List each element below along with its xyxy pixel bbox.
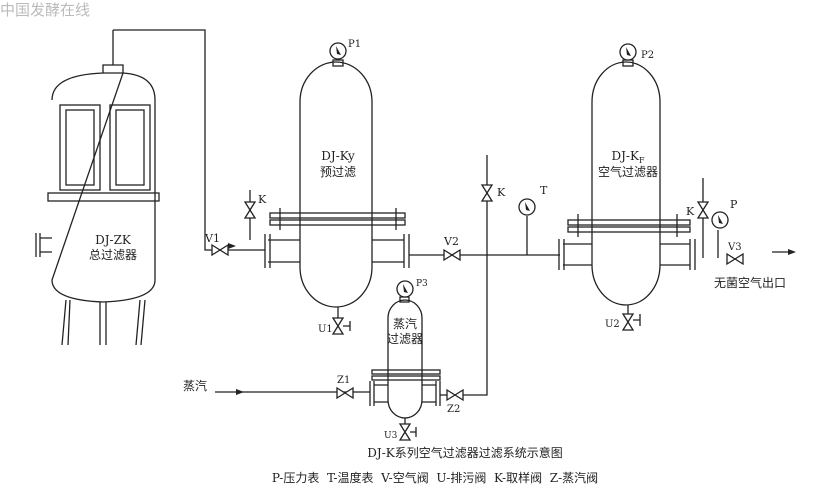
steam-filter-vessel: P3 U3 蒸汽 过滤器 — [369, 279, 441, 441]
diagram-legend: P-压力表 T-温度表 V-空气阀 U-排污阀 K-取样阀 Z-蒸汽阀 — [272, 470, 598, 485]
pre-filter-vessel: P1 U1 DJ-Ky 预过滤 — [264, 39, 410, 335]
steam-arrow-icon — [236, 389, 244, 395]
main-filter-name: 总过滤器 — [89, 248, 137, 262]
valve-z2-label: Z2 — [447, 404, 460, 415]
drain-valve-u2-icon — [622, 313, 634, 331]
valve-z2-icon[interactable] — [446, 389, 464, 401]
valve-v2-label: V2 — [443, 235, 459, 248]
valve-v3-label: V3 — [727, 242, 742, 253]
steam-filter-name-1: 蒸汽 — [393, 316, 417, 331]
valve-k2-label: K — [497, 186, 506, 199]
drain-u3-label: U3 — [384, 431, 398, 441]
drain-u1-label: U1 — [318, 324, 333, 335]
flow-arrow-icon — [228, 243, 236, 249]
thermometer-t-icon — [518, 198, 536, 216]
valve-z1-label: Z1 — [337, 375, 350, 386]
valve-v3-icon[interactable] — [726, 253, 744, 265]
gauge-p1-label: P1 — [348, 39, 361, 50]
valve-k1-icon[interactable] — [244, 201, 256, 219]
air-filter-vessel: P2 U2 DJ-KF 空气过滤器 — [558, 43, 696, 331]
steam-inlet-label: 蒸汽 — [183, 378, 207, 393]
outlet-gauge-label: P — [730, 198, 738, 211]
air-filter-model: DJ-KF — [611, 149, 644, 165]
valve-v1-icon[interactable] — [211, 244, 229, 256]
pre-filter-model: DJ-Ky — [321, 149, 355, 163]
outlet-arrow-icon — [788, 249, 796, 255]
valve-z1-icon[interactable] — [336, 387, 354, 399]
steam-filter-name-2: 过滤器 — [387, 332, 423, 346]
air-pipe-1 — [113, 29, 265, 251]
outlet-label: 无菌空气出口 — [714, 275, 786, 290]
pre-filter-name: 预过滤 — [320, 165, 356, 179]
air-filter-name: 空气过滤器 — [598, 164, 658, 179]
valve-k3-label: K — [686, 205, 695, 218]
steam-connect-line — [462, 155, 488, 396]
valve-k1-label: K — [258, 193, 267, 206]
main-filter-tank: DJ-ZK 总过滤器 — [35, 30, 160, 346]
drain-u2-label: U2 — [605, 319, 620, 330]
pressure-gauge-p1-icon — [329, 42, 347, 60]
main-filter-model: DJ-ZK — [95, 233, 132, 247]
pressure-gauge-p3-icon — [396, 280, 414, 298]
pressure-gauge-p2-icon — [619, 43, 637, 61]
drain-valve-u3-icon — [399, 423, 411, 441]
watermark: 中国发酵在线 — [0, 1, 90, 19]
valve-k3-icon[interactable] — [697, 201, 709, 219]
drain-valve-u1-icon — [332, 317, 344, 335]
diagram-caption: DJ-K系列空气过滤器过滤系统示意图 — [367, 445, 562, 460]
gauge-p2-label: P2 — [641, 50, 654, 61]
valve-k2-icon[interactable] — [481, 184, 493, 202]
valve-v1-label: V1 — [204, 232, 220, 245]
outlet-pressure-gauge-icon — [711, 211, 729, 229]
gauge-p3-label: P3 — [416, 279, 428, 289]
thermometer-label: T — [540, 184, 548, 197]
valve-v2-icon[interactable] — [443, 249, 461, 261]
